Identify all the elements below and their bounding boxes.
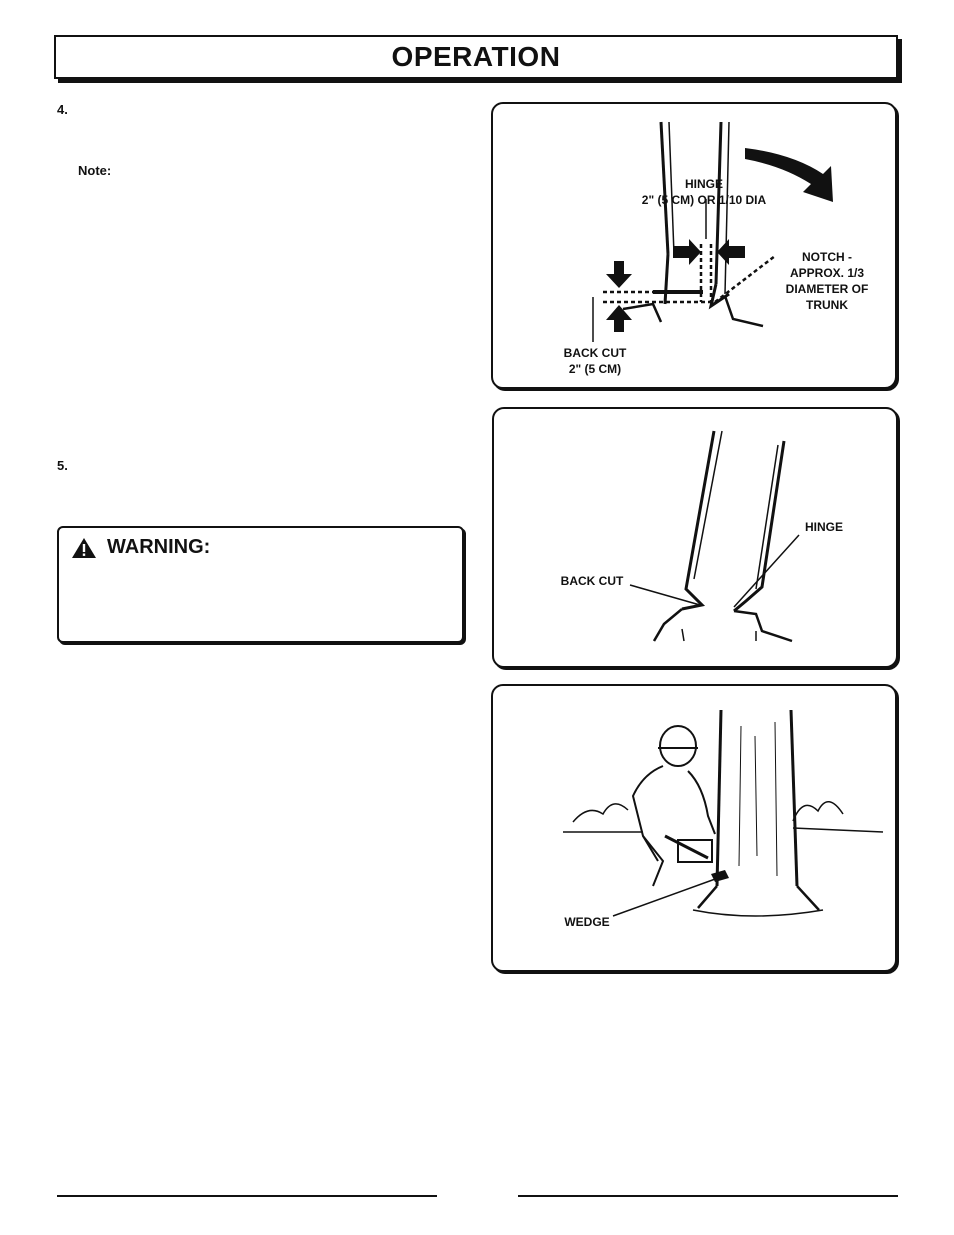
wedge-diagram: WEDGE: [563, 709, 884, 929]
worker-body: [631, 765, 664, 862]
backcut-label-line2: 2" (5 CM): [569, 362, 621, 376]
notch-label-line2: APPROX. 1/3: [790, 266, 864, 280]
chainsaw-body: [677, 839, 713, 863]
wedge-label: WEDGE: [564, 915, 609, 929]
tree-trunk-left: [715, 709, 723, 887]
backcut-arrow-up: [606, 305, 632, 332]
hinge-label-line1: HINGE: [685, 177, 723, 191]
warning-triangle-icon: [72, 537, 96, 558]
backcut-label: BACK CUT: [561, 574, 624, 588]
hinge-arrow-right: [717, 239, 745, 265]
warning-title: WARNING:: [107, 536, 211, 558]
warning-box: WARNING:: [57, 526, 464, 643]
trunk-left-edge: [659, 121, 670, 255]
left-bushes: [572, 803, 629, 823]
hinge-trunk-left: [681, 430, 716, 611]
notch-label-line1: NOTCH -: [802, 250, 852, 264]
hinge-diagram: HINGE BACK CUT: [561, 430, 843, 643]
backcut-arrow-down: [606, 261, 632, 288]
notch-diagram: HINGE 2" (5 CM) OR 1/10 DIA NOTCH - APPR…: [564, 121, 869, 376]
notch-label-line3: DIAMETER OF: [786, 282, 869, 296]
tree-trunk-right: [789, 709, 799, 887]
hinge-label: HINGE: [805, 520, 843, 534]
fall-direction-arrow: [745, 148, 833, 202]
hinge-arrow-left: [673, 239, 701, 265]
worker-helmet: [659, 725, 697, 767]
hinge-trunk-right: [733, 440, 786, 613]
notch-label-line4: TRUNK: [806, 298, 848, 312]
notch-cut: [708, 283, 730, 310]
step-4-number: 4.: [57, 102, 68, 117]
trunk-right-edge: [714, 121, 723, 285]
hinge-label-line2: 2" (5 CM) OR 1/10 DIA: [642, 193, 767, 207]
step-5-number: 5.: [57, 458, 68, 473]
figure-notch-panel: HINGE 2" (5 CM) OR 1/10 DIA NOTCH - APPR…: [491, 102, 897, 389]
chainsaw-bar: [664, 834, 709, 860]
worker-leg: [642, 835, 665, 887]
page-title: OPERATION: [391, 41, 561, 72]
backcut-label-line1: BACK CUT: [564, 346, 627, 360]
worker-arm: [687, 770, 716, 835]
footer-rule-right: [518, 1195, 898, 1197]
note-label: Note:: [78, 163, 112, 178]
page-header: OPERATION: [54, 35, 898, 79]
figure-wedge-panel: WEDGE: [491, 684, 897, 972]
footer-rule-left: [57, 1195, 437, 1197]
right-bushes: [792, 801, 844, 822]
warning-header: WARNING:: [71, 536, 210, 559]
figure-hinge-panel: HINGE BACK CUT: [492, 407, 898, 668]
